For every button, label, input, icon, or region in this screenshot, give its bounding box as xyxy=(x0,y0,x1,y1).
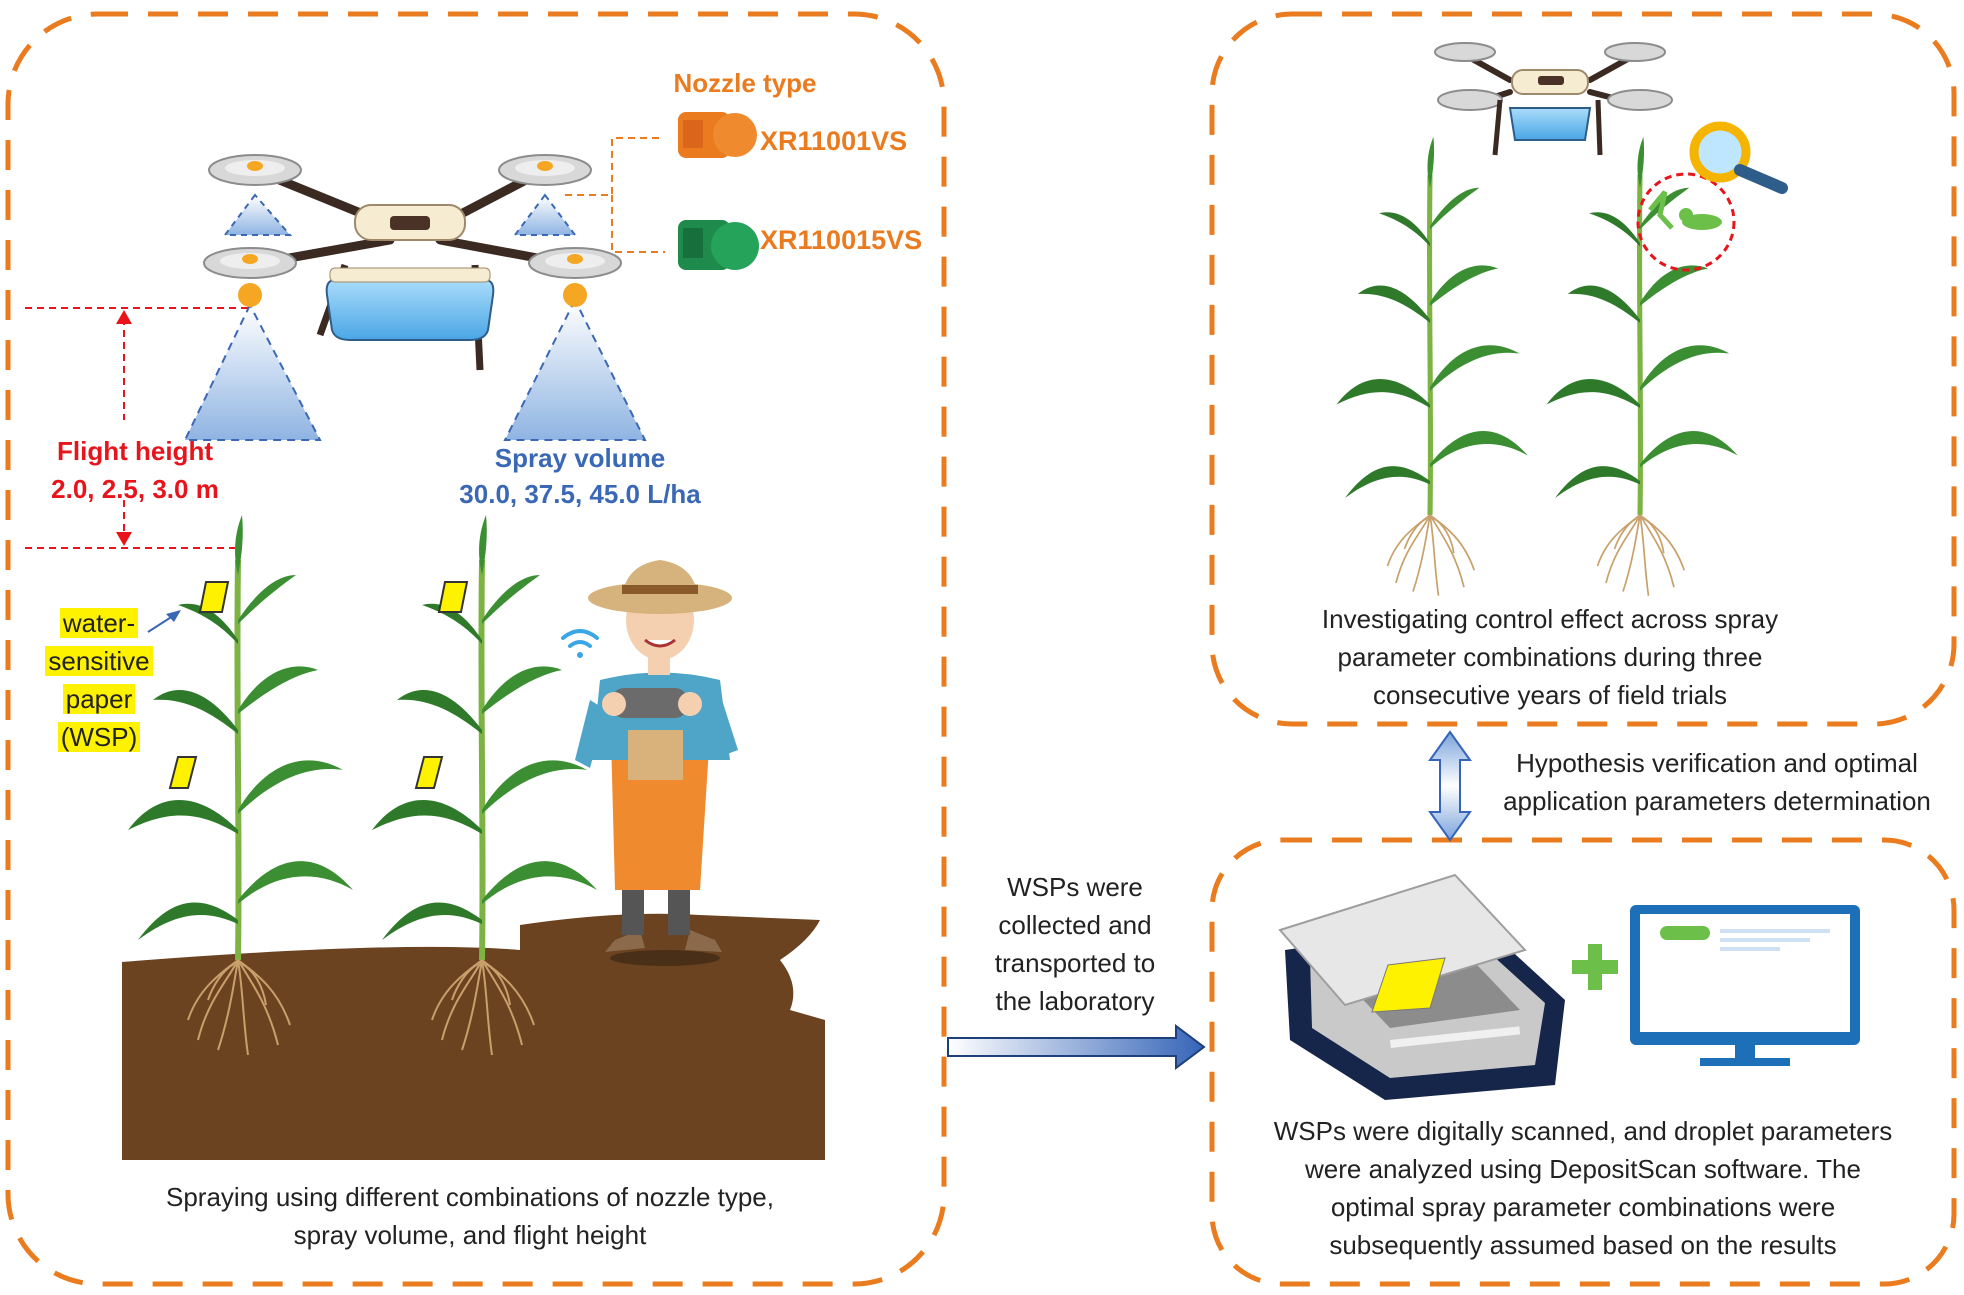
monitor-icon xyxy=(1630,905,1860,1066)
corn-plant-icon xyxy=(1547,137,1738,596)
transfer-caption-line4: the laboratory xyxy=(995,986,1155,1016)
transfer-caption-line1: WSPs were xyxy=(1007,872,1143,902)
flight-height-title: Flight height xyxy=(57,436,213,466)
wsp-label-line2: sensitive xyxy=(45,646,153,676)
nozzle-orange-icon xyxy=(678,112,757,158)
transfer-caption-line3: transported to xyxy=(994,948,1156,978)
hypothesis-caption-line2: application parameters determination xyxy=(1503,786,1931,816)
wsp-label: water- sensitive paper (WSP) xyxy=(44,604,154,756)
bottom-right-panel-border xyxy=(1209,837,1957,1287)
corn-plant-icon xyxy=(1337,137,1528,596)
nozzle-callout-line xyxy=(565,137,665,253)
transfer-caption: WSPs were collected and transported to t… xyxy=(955,868,1195,1020)
pest-highlight-circle xyxy=(1636,172,1736,272)
left-caption-line2: spray volume, and flight height xyxy=(293,1220,647,1250)
nozzle-type-label: Nozzle type xyxy=(673,68,816,98)
flight-height-label: Flight height 2.0, 2.5, 3.0 m xyxy=(30,432,240,508)
left-panel-caption: Spraying using different combinations of… xyxy=(40,1178,900,1254)
farmer-icon xyxy=(575,560,738,966)
spray-volume-title: Spray volume xyxy=(494,443,666,473)
flight-height-marker xyxy=(25,307,248,549)
drone-small-icon xyxy=(1434,42,1673,156)
nozzle-green-icon xyxy=(678,220,759,270)
wsp-label-line1: water- xyxy=(59,608,139,638)
top-right-caption: Investigating control effect across spra… xyxy=(1235,600,1865,714)
top-right-caption-line2: parameter combinations during three xyxy=(1337,642,1763,672)
hypothesis-caption-line1: Hypothesis verification and optimal xyxy=(1516,748,1918,778)
top-right-caption-line1: Investigating control effect across spra… xyxy=(1321,604,1779,634)
wsp-label-line4: (WSP) xyxy=(57,722,141,752)
transfer-caption-line2: collected and xyxy=(998,910,1152,940)
wsp-label-line3: paper xyxy=(62,684,136,714)
double-arrow-icon xyxy=(1428,730,1472,842)
pest-icon xyxy=(1648,190,1722,230)
bottom-right-caption-line4: subsequently assumed based on the result… xyxy=(1329,1230,1837,1260)
top-right-panel-border xyxy=(1209,11,1957,727)
left-caption-line1: Spraying using different combinations of… xyxy=(166,1182,774,1212)
hypothesis-caption: Hypothesis verification and optimal appl… xyxy=(1470,744,1964,820)
scanner-icon xyxy=(1278,873,1565,1100)
magnifier-icon xyxy=(1689,121,1788,194)
bottom-right-caption-line3: optimal spray parameter combinations wer… xyxy=(1330,1192,1836,1222)
arrow-right-icon xyxy=(947,1024,1206,1070)
spray-volume-values: 30.0, 37.5, 45.0 L/ha xyxy=(459,479,701,509)
spray-volume-label: Spray volume 30.0, 37.5, 45.0 L/ha xyxy=(430,440,730,512)
left-panel-border xyxy=(5,11,947,1287)
wsp-card xyxy=(168,581,469,789)
drone-icon xyxy=(183,154,647,441)
flight-height-values: 2.0, 2.5, 3.0 m xyxy=(51,474,219,504)
top-right-caption-line3: consecutive years of field trials xyxy=(1372,680,1728,710)
bottom-right-caption: WSPs were digitally scanned, and droplet… xyxy=(1222,1112,1944,1264)
plus-icon xyxy=(1572,944,1618,990)
bottom-right-caption-line2: were analyzed using DepositScan software… xyxy=(1305,1154,1861,1184)
soil-ground xyxy=(122,913,825,1160)
nozzle-1-label: XR11001VS xyxy=(760,126,907,156)
nozzle-2-label: XR110015VS xyxy=(760,225,922,255)
wifi-icon xyxy=(561,629,599,658)
bottom-right-caption-line1: WSPs were digitally scanned, and droplet… xyxy=(1273,1116,1893,1146)
